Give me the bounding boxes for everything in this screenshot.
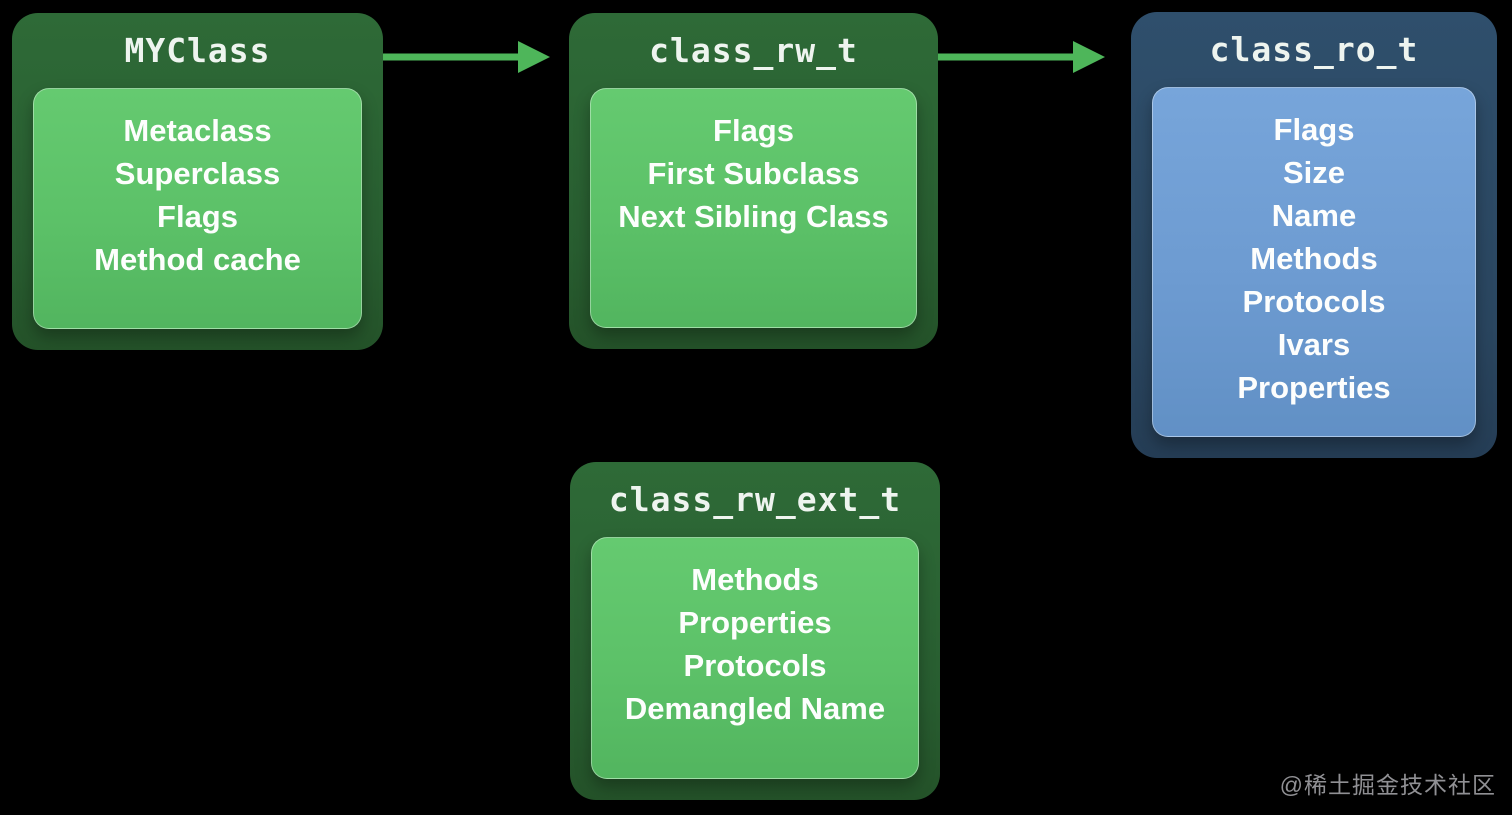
field-label: Ivars [1277,327,1351,362]
node-class-rw-t: class_rw_t Flags First Subclass Next Sib… [569,13,938,349]
field-label: First Subclass [647,156,860,191]
node-class-rw-t-title: class_rw_t [649,31,858,70]
field-label: Demangled Name [624,691,886,726]
arrow-myclass-to-class-rw-t-icon [383,41,550,73]
field-label: Name [1271,198,1357,233]
field-label: Next Sibling Class [618,199,889,234]
field-label: Protocols [1242,284,1386,319]
field-label: Methods [1250,241,1378,276]
node-myclass-body: Metaclass Superclass Flags Method cache [33,88,362,329]
node-myclass: MYClass Metaclass Superclass Flags Metho… [12,13,383,350]
field-label: Flags [713,113,794,148]
node-class-rw-t-body: Flags First Subclass Next Sibling Class [590,88,917,328]
field-label: Protocols [683,648,827,683]
field-label: Properties [678,605,832,640]
field-label: Superclass [114,156,281,191]
node-class-rw-ext-t-body: Methods Properties Protocols Demangled N… [591,537,919,779]
field-label: Properties [1237,370,1391,405]
field-label: Methods [691,562,819,597]
node-class-rw-ext-t-title: class_rw_ext_t [608,480,902,519]
field-label: Size [1282,155,1346,190]
node-class-ro-t-body: Flags Size Name Methods Protocols Ivars … [1152,87,1476,437]
field-label: Metaclass [123,113,272,148]
node-class-rw-ext-t: class_rw_ext_t Methods Properties Protoc… [570,462,940,800]
arrow-class-rw-t-to-class-ro-t-icon [938,41,1105,73]
field-label: Flags [157,199,238,234]
field-label: Method cache [94,242,301,277]
field-label: Flags [1273,112,1355,147]
watermark: @稀土掘金技术社区 [1279,772,1496,798]
node-class-ro-t: class_ro_t Flags Size Name Methods Proto… [1131,12,1497,458]
node-class-ro-t-title: class_ro_t [1209,30,1419,69]
node-myclass-title: MYClass [124,31,271,70]
